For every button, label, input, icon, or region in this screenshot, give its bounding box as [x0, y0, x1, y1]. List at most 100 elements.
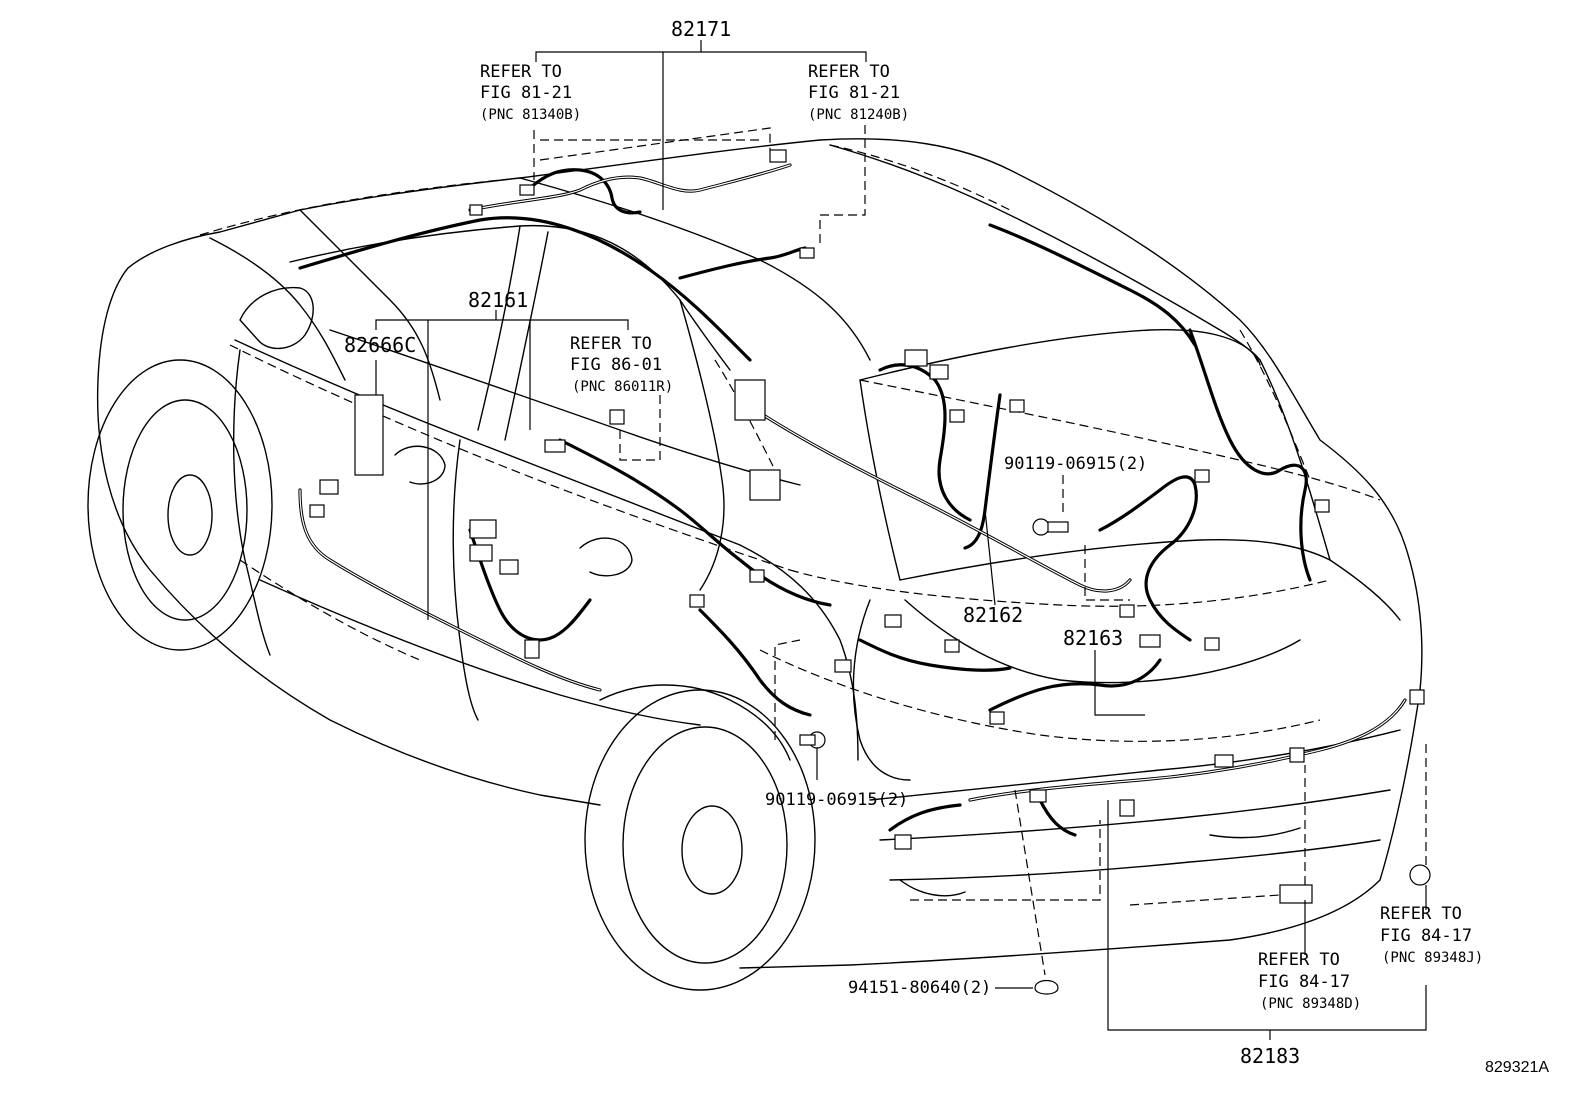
wire-harnesses [298, 163, 1407, 837]
main-harness-vertical [963, 393, 1002, 550]
ref-door-line3: (PNC 86011R) [572, 379, 674, 395]
connector [1139, 634, 1161, 648]
bumper-reflector-left [899, 879, 966, 897]
c-pillar [679, 299, 725, 591]
bolt-lower-icon [799, 731, 826, 749]
bracket-82161 [375, 319, 629, 330]
rear-door-handle [579, 537, 633, 577]
connector [544, 439, 566, 453]
connector [1314, 499, 1330, 513]
bracket-82171 [535, 51, 867, 62]
connector [929, 364, 949, 380]
dash-lower-sill [239, 559, 421, 661]
hatch-harness-82163 [1188, 328, 1312, 582]
rear-hatch-left [859, 379, 901, 581]
door-rear-line [452, 439, 479, 721]
connector [894, 834, 912, 850]
sill-line [259, 579, 701, 726]
connector [749, 569, 765, 583]
connector [1119, 799, 1135, 817]
hatch-lower [904, 599, 1301, 684]
rear-wheelarch-top [599, 684, 791, 761]
car-body [87, 138, 1423, 991]
ref-roof-left-line3: (PNC 81340B) [480, 107, 582, 123]
hatch-harness-center [1098, 475, 1198, 642]
bumper-reflector-right [1209, 827, 1301, 839]
connector [469, 544, 493, 562]
rear-quarter [739, 544, 859, 761]
part-label-bolt-upper: 90119-06915(2) [1004, 454, 1148, 474]
hidden-edges [199, 139, 1381, 742]
main-harness-upper [878, 363, 972, 522]
connector [309, 504, 325, 518]
dash-rear-panel [859, 379, 1381, 501]
connector [524, 639, 540, 659]
roof-rail-left [298, 216, 752, 362]
module-box [734, 379, 766, 421]
part-label-bolt-lower: 90119-06915(2) [765, 790, 909, 810]
connectors [309, 149, 1431, 995]
connector [904, 349, 928, 367]
connector [1409, 689, 1425, 705]
ref-bumper-mid-line3: (PNC 89348D) [1260, 996, 1362, 1012]
ref-roof-left-line1: REFER TO [480, 62, 562, 82]
bumper-harness-82183 [968, 698, 1407, 802]
part-label-82162: 82162 [963, 603, 1024, 627]
bumper-harness-left [888, 803, 962, 832]
bracket-82666c [354, 394, 384, 476]
connector [884, 614, 902, 628]
bumper-harness-branch [1038, 798, 1077, 837]
hood-line [209, 237, 346, 381]
rear-bumper-top [869, 729, 1401, 801]
floor-harness-rear [698, 608, 812, 717]
dash-floor-left [229, 344, 791, 571]
front-wheel-arch [87, 359, 273, 651]
module-box-2 [749, 469, 781, 501]
connector [519, 184, 535, 196]
connector [499, 559, 519, 575]
connector [1279, 884, 1313, 904]
connector [609, 409, 625, 425]
part-label-82161: 82161 [468, 288, 529, 312]
ref-roof-right-line2: FIG 81-21 [808, 83, 901, 103]
ref-roof-left-line2: FIG 81-21 [480, 83, 573, 103]
connector [1119, 604, 1135, 618]
rear-window-top [859, 328, 1261, 381]
figure-id: 829321A [1485, 1059, 1550, 1076]
connector [1214, 754, 1234, 768]
roof-rail-right [988, 223, 1197, 347]
connector [1029, 789, 1047, 803]
dash-floor-right [789, 569, 1331, 607]
connector [319, 479, 339, 495]
ref-bumper-mid-line1: REFER TO [1258, 950, 1340, 970]
main-harness-82162 [738, 398, 1132, 593]
bracket-82183 [1107, 800, 1427, 1031]
floor-harness-rear-2 [858, 638, 1012, 672]
dash-pillar-rear [1239, 329, 1311, 481]
front-lower-outline [96, 267, 601, 806]
roof-rear-branch [678, 246, 807, 280]
rear-wheel-arch [584, 689, 816, 991]
b-pillar-2 [504, 231, 549, 441]
rear-bumper-mid [879, 789, 1391, 841]
roof-harness [468, 163, 792, 212]
front-hub [167, 474, 213, 556]
dash-quarter [714, 359, 781, 481]
b-pillar [477, 225, 521, 431]
ref-bumper-side-line1: REFER TO [1380, 904, 1462, 924]
rear-hatch-right [1259, 359, 1331, 561]
dash-roof-left [199, 177, 521, 236]
connector [799, 247, 815, 259]
part-label-clip: 94151-80640(2) [848, 978, 992, 998]
connector [944, 639, 960, 653]
part-label-82171: 82171 [671, 17, 732, 41]
ref-bumper-side-line3: (PNC 89348J) [1382, 950, 1484, 966]
connector [469, 204, 483, 216]
connector [949, 409, 965, 423]
dash-rear-floor [759, 649, 1321, 742]
rear-window-bottom [899, 538, 1331, 581]
connector [1204, 637, 1220, 651]
rear-hub [681, 805, 743, 895]
ref-roof-right-line1: REFER TO [808, 62, 890, 82]
